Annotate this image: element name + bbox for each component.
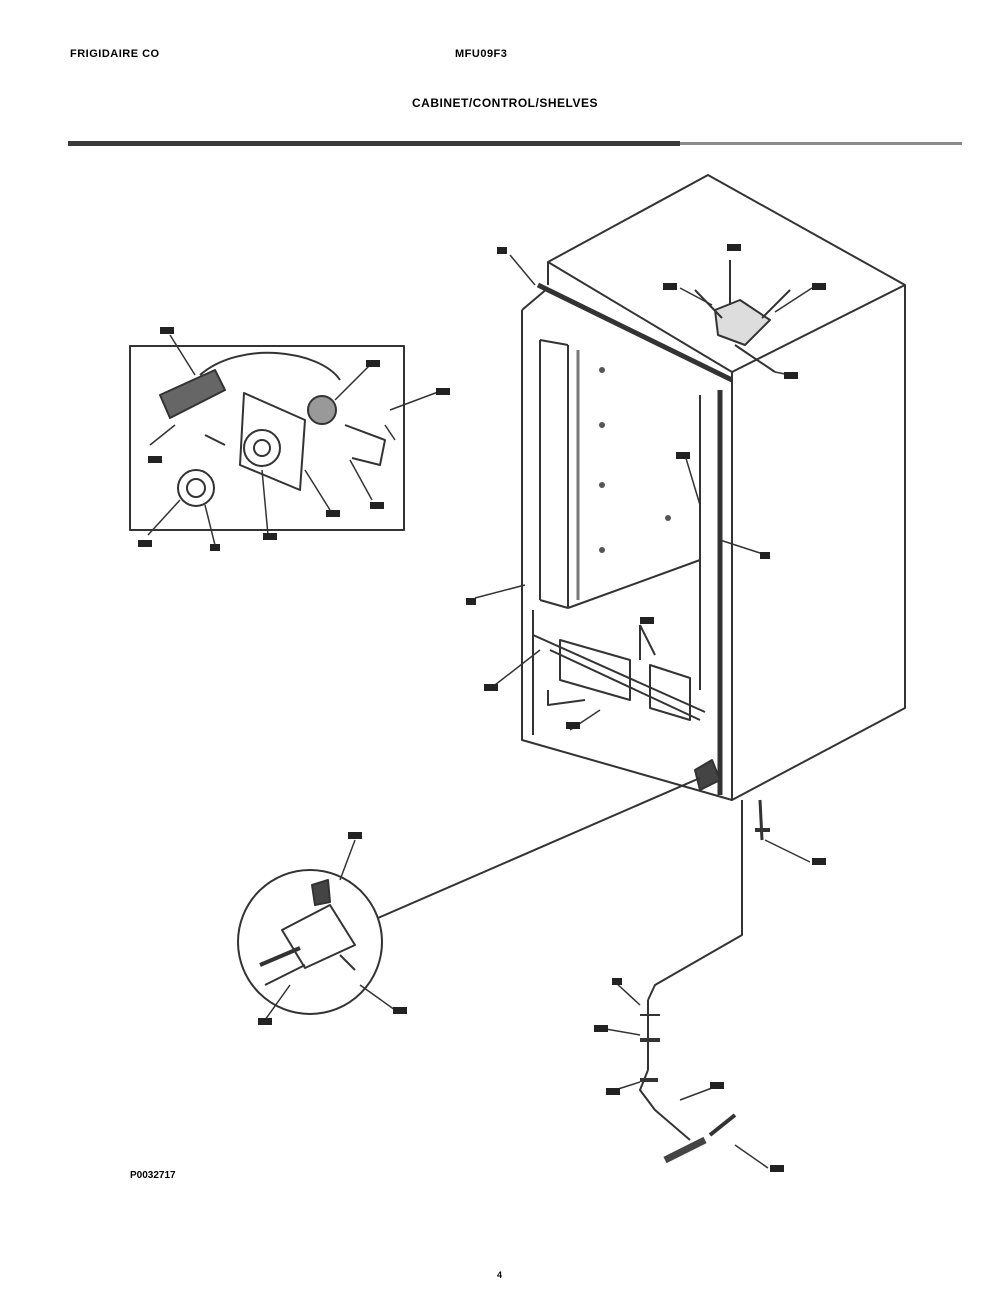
bottom-hinge (694, 759, 721, 791)
top-hinge-assembly (694, 260, 791, 373)
page-number: 4 (497, 1270, 503, 1280)
shelf-clip-dots (599, 367, 671, 553)
callout-marks (138, 244, 826, 1172)
figure-id: P0032717 (130, 1170, 176, 1181)
leveling-leg (755, 799, 770, 841)
model-number: MFU09F3 (455, 48, 508, 60)
control-inset (129, 345, 405, 531)
brand-name: FRIGIDAIRE CO (70, 48, 160, 60)
header-rule-light (680, 142, 962, 145)
section-title: CABINET/CONTROL/SHELVES (412, 96, 598, 110)
detail-magnifier (237, 777, 701, 1015)
drain-tube (639, 800, 743, 1164)
bottom-trough (547, 624, 691, 721)
cabinet-shell (521, 174, 906, 801)
header-rule-dark (68, 141, 680, 146)
